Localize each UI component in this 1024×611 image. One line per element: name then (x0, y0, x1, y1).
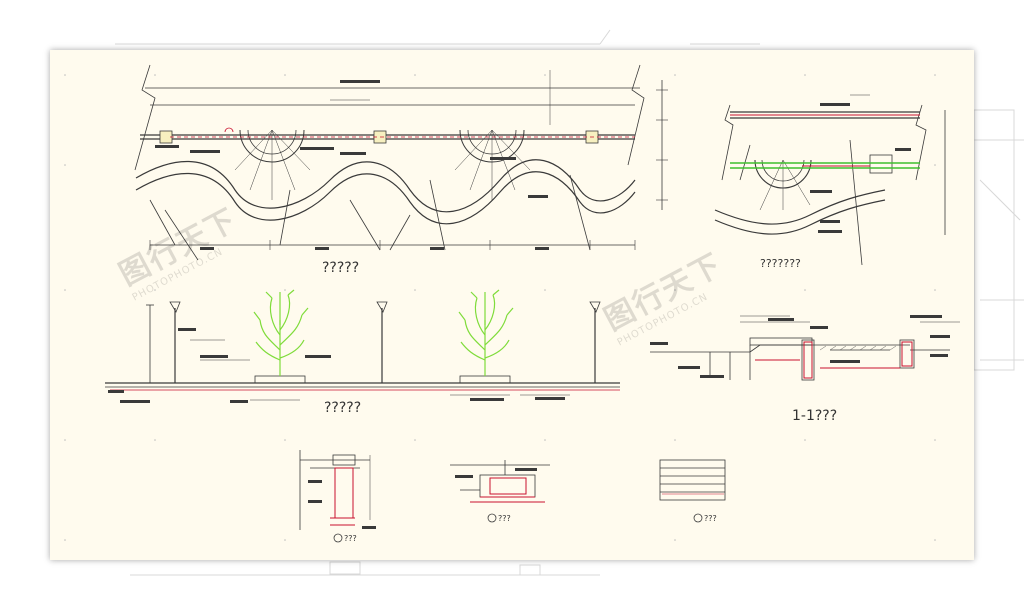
detail-a-text-ticks (308, 480, 376, 529)
cad-drawing (64, 64, 960, 543)
detail-b-red (470, 477, 545, 503)
plan-view-text-ticks (155, 80, 549, 250)
tree-right (458, 289, 514, 376)
plan-detail-red (730, 114, 920, 167)
section-red (755, 341, 913, 379)
plan-detail (714, 94, 946, 266)
plan-detail-caption: ??????? (760, 257, 801, 270)
drawing-sheet: ????? ??????? ????? 1-1??? ??? ??? ??? 图… (50, 50, 974, 560)
detail-a-caption: ??? (344, 534, 357, 543)
detail-a-red (330, 467, 355, 526)
plan-detail-green-path (730, 162, 920, 169)
plan-detail-text-ticks (810, 103, 911, 233)
section-text-ticks (650, 315, 950, 378)
detail-b-text-ticks (455, 468, 537, 478)
elevation-view (105, 301, 620, 401)
section-view (650, 315, 960, 381)
plan-view-red-accents (170, 127, 635, 138)
detail-c (659, 459, 726, 523)
plan-view (134, 64, 668, 261)
section-hatch (819, 345, 897, 351)
section-caption: 1-1??? (792, 408, 838, 424)
grid-dots (64, 74, 936, 541)
detail-c-caption: ??? (704, 514, 717, 523)
detail-b-caption: ??? (498, 514, 511, 523)
elevation-text-ticks (108, 328, 565, 403)
elevation-caption: ????? (324, 400, 362, 416)
tree-left (253, 289, 309, 376)
plan-view-caption: ????? (322, 260, 360, 276)
